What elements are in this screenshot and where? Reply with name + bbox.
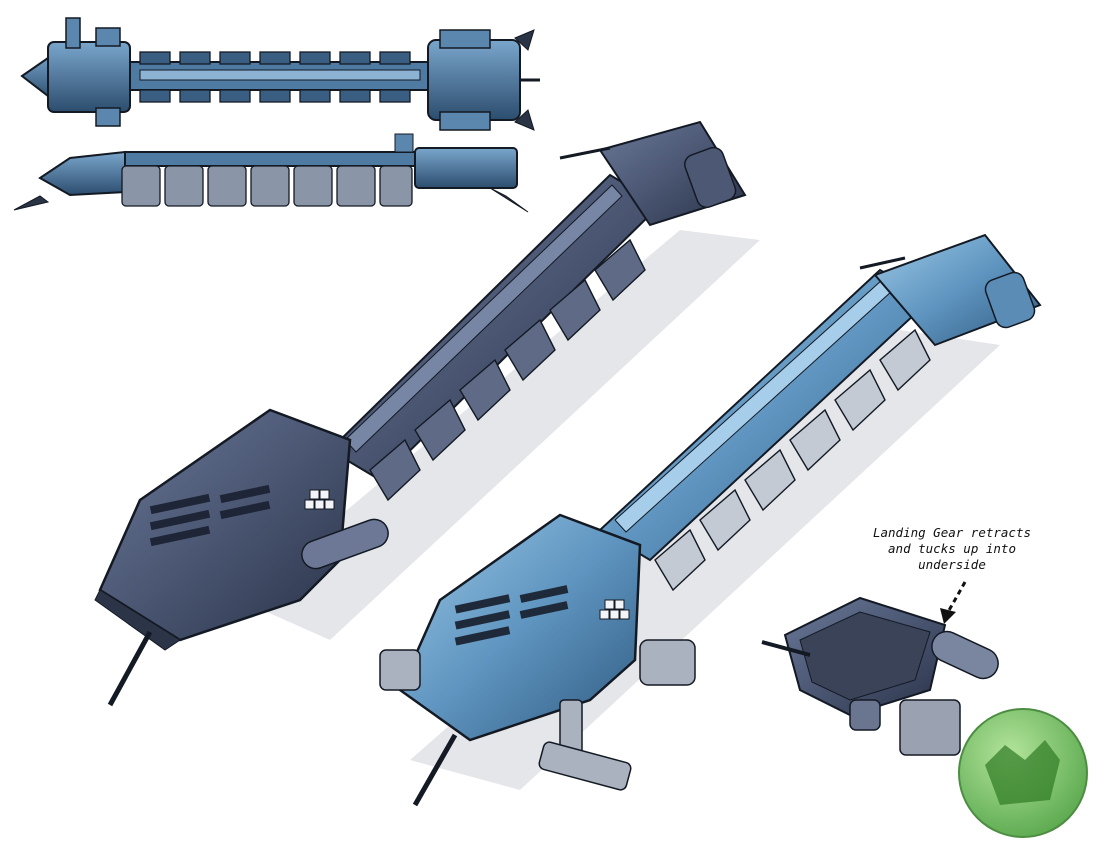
perspective-view-dark: [94, 120, 760, 707]
insignia-icon: [304, 489, 335, 510]
annotation-line-3: underside: [918, 557, 986, 572]
watermark-logo: [958, 708, 1088, 838]
annotation-arrow: [946, 581, 967, 613]
annotation-line-1: Landing Gear retracts: [872, 525, 1032, 540]
perspective-view-blue: [379, 233, 1042, 807]
top-view: [20, 17, 540, 131]
arrow-head-icon: [940, 608, 956, 624]
landing-gear: [379, 639, 696, 791]
side-view: [13, 133, 529, 213]
annotation-line-2: and tucks up into: [888, 541, 1016, 556]
landing-gear-annotation: Landing Gear retracts and tucks up into …: [846, 525, 1058, 573]
landing-gear-detail: [761, 596, 999, 756]
